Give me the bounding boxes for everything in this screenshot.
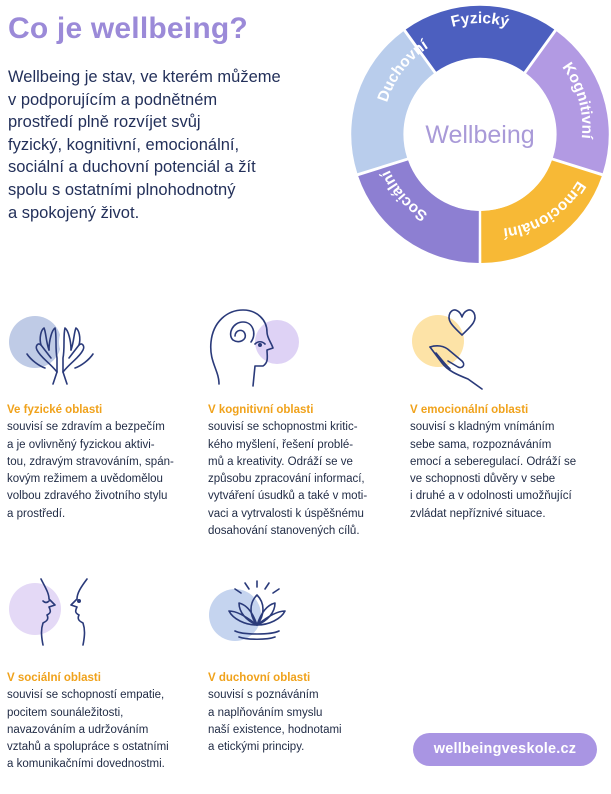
area-emotional: V emocionální oblasti souvisí s kladným … xyxy=(410,402,576,523)
intro-line: spolu s ostatními plnohodnotný xyxy=(8,180,236,199)
area-line: mů a kreativity. Odráží se ve xyxy=(208,455,353,468)
area-line: i druhé a v odolnosti umožňující xyxy=(410,490,572,503)
area-line: způsobu zpracování informací, xyxy=(208,473,365,486)
wheel-segment-fyzicky xyxy=(405,5,555,72)
area-line: tou, zdravým stravováním, spán- xyxy=(7,455,174,468)
area-line: souvisí se zdravím a bezpečím xyxy=(7,421,165,434)
intro-line: v podporujícím a podnětném xyxy=(8,90,218,109)
area-heading: Ve fyzické oblasti xyxy=(7,404,103,416)
area-line: naší existence, hodnotami xyxy=(208,723,342,736)
area-heading: V emocionální oblasti xyxy=(410,404,529,416)
area-line: dosahování stanovených cílů. xyxy=(208,525,360,538)
intro-line: Wellbeing je stav, ve kterém můžeme xyxy=(8,68,281,86)
area-physical: Ve fyzické oblasti souvisí se zdravím a … xyxy=(7,402,174,523)
area-social: V sociální oblasti souvisí se schopností… xyxy=(7,670,169,774)
area-line: a etickými principy. xyxy=(208,741,305,754)
area-line: sebe sama, rozpoznáváním xyxy=(410,438,552,451)
area-line: a naplňováním smyslu xyxy=(208,706,323,719)
area-line: navazováním a udržováním xyxy=(7,723,149,736)
area-line: vytváření úsudků a také v moti- xyxy=(208,490,368,503)
intro-line: a spokojený život. xyxy=(8,203,140,222)
wheel-center-label: Wellbeing xyxy=(425,121,534,149)
area-line: pocitem sounáležitosti, xyxy=(7,706,124,719)
hand-heart-icon xyxy=(412,309,483,390)
area-line: souvisí se schopnostmi kritic- xyxy=(208,421,358,434)
area-line: ve schopnosti důvěry v sebe xyxy=(410,473,556,486)
wheel-label-fyzicky: Fyzický xyxy=(449,10,511,31)
page-title: Co je wellbeing? xyxy=(8,12,248,45)
lotus-icon xyxy=(209,580,286,641)
area-heading: V sociální oblasti xyxy=(7,672,101,684)
area-line: vaci a vytrvalosti k úspěšnému xyxy=(208,507,364,520)
head-spiral-icon xyxy=(209,309,299,387)
svg-text:Fyzický: Fyzický xyxy=(449,10,511,31)
intro-line: fyzický, kognitivní, emocionální, xyxy=(8,135,240,154)
area-line: a komunikačními dovednostmi. xyxy=(7,758,165,771)
open-hands-icon xyxy=(9,316,111,385)
area-line: souvisí s kladným vnímáním xyxy=(410,421,555,434)
area-line: souvisí s poznáváním xyxy=(208,689,319,702)
wheel-segment-socialni xyxy=(358,160,479,263)
intro-line: prostředí plně rozvíjet svůj xyxy=(8,113,201,132)
two-faces-icon xyxy=(9,578,88,646)
area-cognitive: V kognitivní oblasti souvisí se schopnos… xyxy=(208,402,367,540)
area-line: zvládat nepříznivé situace. xyxy=(410,507,546,520)
area-line: kovým režimem a uvědomělou xyxy=(7,473,163,486)
area-line: a prostředí. xyxy=(7,507,66,520)
intro-line: sociální a duchovní potenciál a žít xyxy=(8,158,256,177)
website-link-button[interactable]: wellbeingveskole.cz xyxy=(413,733,597,766)
area-line: emocí a seberegulací. Odráží se xyxy=(410,455,577,468)
area-line: volbou zdravého životního stylu xyxy=(7,490,168,503)
area-line: kého myšlení, řešení problé- xyxy=(208,438,354,451)
area-line: vztahů a spolupráce s ostatními xyxy=(7,741,169,754)
wheel-segment-emocionalni xyxy=(481,160,602,263)
area-line: a je ovlivněný fyzickou aktivi- xyxy=(7,438,155,451)
area-heading: V kognitivní oblasti xyxy=(208,404,314,416)
area-spiritual: V duchovní oblasti souvisí s poznáváním … xyxy=(208,670,342,756)
wheel-segment-duchovni xyxy=(351,31,434,174)
wheel-segment-kognitivni xyxy=(526,31,609,174)
wellbeing-wheel: Wellbeing Fyzický Kognitivní Emocionální… xyxy=(351,5,609,263)
area-heading: V duchovní oblasti xyxy=(208,672,311,684)
area-line: souvisí se schopností empatie, xyxy=(7,689,165,702)
intro-paragraph: Wellbeing je stav, ve kterém můžeme v po… xyxy=(8,66,333,224)
